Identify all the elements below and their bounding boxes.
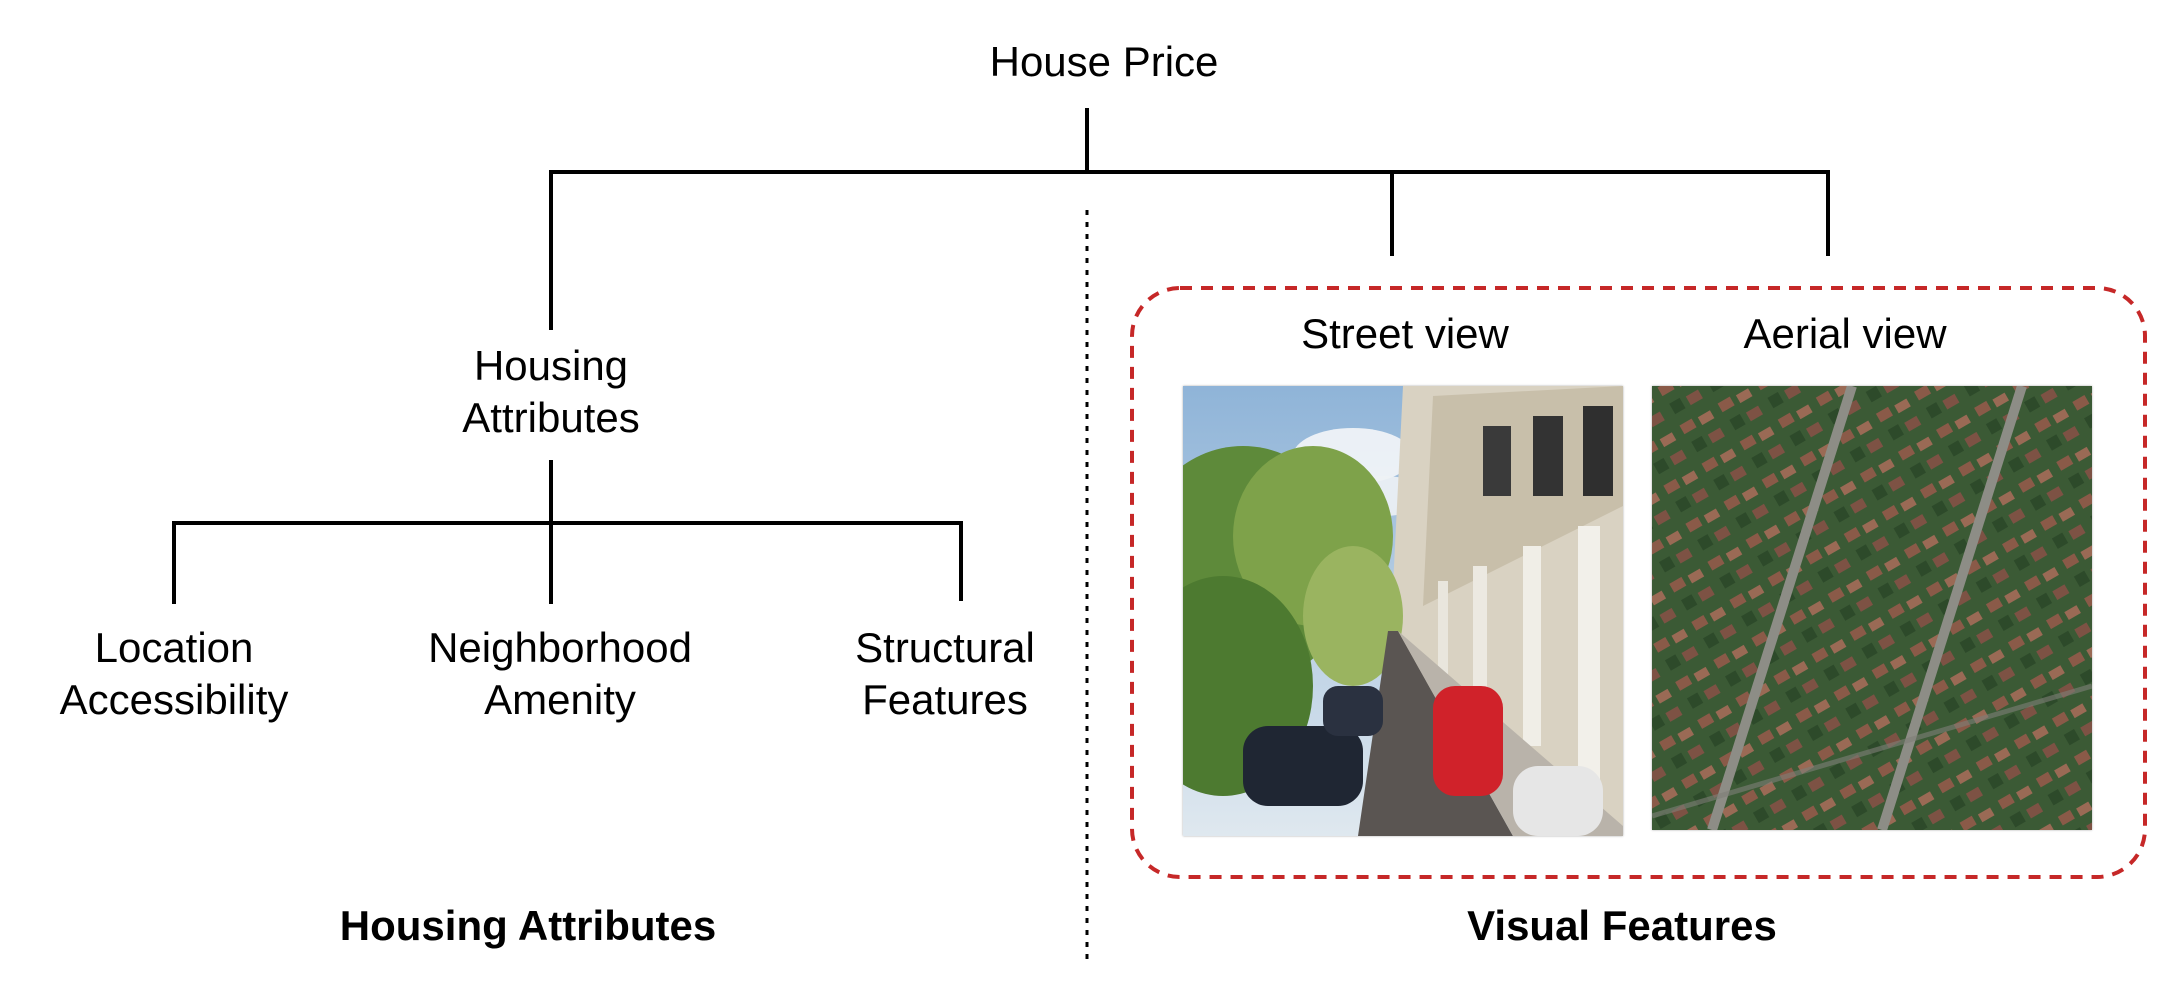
location-label-line2: Accessibility (59, 676, 289, 723)
structural-features-node: Structural Features (855, 622, 1035, 726)
neighborhood-label-line2: Amenity (484, 676, 636, 723)
structural-label-line2: Features (862, 676, 1028, 723)
aerial-view-image (1652, 386, 2092, 830)
street-view-label-text: Street view (1301, 310, 1509, 357)
street-view-image (1183, 386, 1623, 836)
housing-attributes-node: Housing Attributes (462, 340, 639, 444)
aerial-view-illustration (1652, 386, 2092, 830)
section-right-text: Visual Features (1467, 902, 1777, 949)
housing-label-line1: Housing (473, 342, 629, 389)
neighborhood-label-line1: Neighborhood (428, 624, 692, 671)
aerial-view-label-text: Aerial view (1743, 310, 1947, 357)
street-view-label: Street view (1301, 308, 1509, 360)
location-accessibility-node: Location Accessibility (60, 622, 289, 726)
aerial-view-label: Aerial view (1743, 308, 1946, 360)
section-title-visual-features: Visual Features (1467, 900, 1777, 952)
housing-label-line2: Attributes (462, 394, 640, 441)
root-node-label: House Price (990, 36, 1219, 88)
visual-features-group-border (1130, 286, 2147, 879)
section-left-text: Housing Attributes (339, 902, 717, 949)
root-label-text: House Price (989, 38, 1219, 85)
section-title-housing-attributes: Housing Attributes (340, 900, 716, 952)
location-label-line1: Location (94, 624, 254, 671)
neighborhood-amenity-node: Neighborhood Amenity (428, 622, 692, 726)
structural-label-line1: Structural (855, 624, 1035, 671)
street-view-illustration (1183, 386, 1623, 836)
